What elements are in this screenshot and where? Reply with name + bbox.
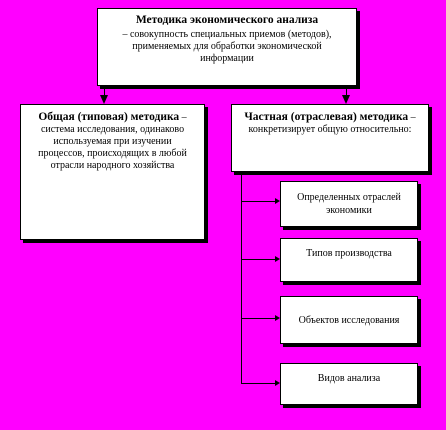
general-title: Общая (типовая) методика bbox=[38, 111, 180, 123]
item-label-research-objects: Объектов исследования bbox=[298, 314, 400, 326]
connector-right-vertical bbox=[346, 86, 347, 96]
branch-arrow-2 bbox=[275, 256, 280, 262]
item-label-analysis-types: Видов анализа bbox=[317, 373, 381, 384]
item-label-production-types: Типов производства bbox=[306, 248, 392, 259]
connector-left-vertical bbox=[104, 86, 105, 96]
item-box-analysis-types: Видов анализа bbox=[280, 363, 418, 405]
top-title: Методика экономического анализа bbox=[135, 14, 319, 26]
branch-arrow-1 bbox=[275, 198, 280, 204]
item-box-research-objects: Объектов исследования bbox=[280, 296, 418, 344]
general-text: – система исследования, одинаково исполь… bbox=[38, 112, 187, 171]
item-box-industries: Определенных отраслей экономики bbox=[280, 181, 418, 227]
specific-text: – конкретизирует общую относительно: bbox=[248, 112, 416, 135]
arrow-to-general bbox=[100, 95, 108, 104]
general-method-box: Общая (типовая) методика – система иссле… bbox=[20, 104, 205, 240]
top-definition-box: Методика экономического анализа – совоку… bbox=[97, 8, 357, 86]
branch-arrow-4 bbox=[275, 380, 280, 386]
branch-line-3 bbox=[241, 318, 275, 319]
branch-line-2 bbox=[241, 259, 275, 260]
branch-spine bbox=[241, 172, 242, 384]
specific-title: Частная (отраслевая) методика bbox=[244, 111, 409, 123]
branch-line-1 bbox=[241, 201, 275, 202]
item-label-industries: Определенных отраслей экономики bbox=[297, 192, 401, 216]
branch-line-4 bbox=[241, 383, 275, 384]
arrow-to-specific bbox=[342, 95, 350, 104]
branch-arrow-3 bbox=[275, 315, 280, 321]
item-box-production-types: Типов производства bbox=[280, 238, 418, 282]
specific-method-box: Частная (отраслевая) методика – конкрети… bbox=[231, 104, 429, 172]
top-text: – совокупность специальных приемов (мето… bbox=[122, 29, 332, 64]
